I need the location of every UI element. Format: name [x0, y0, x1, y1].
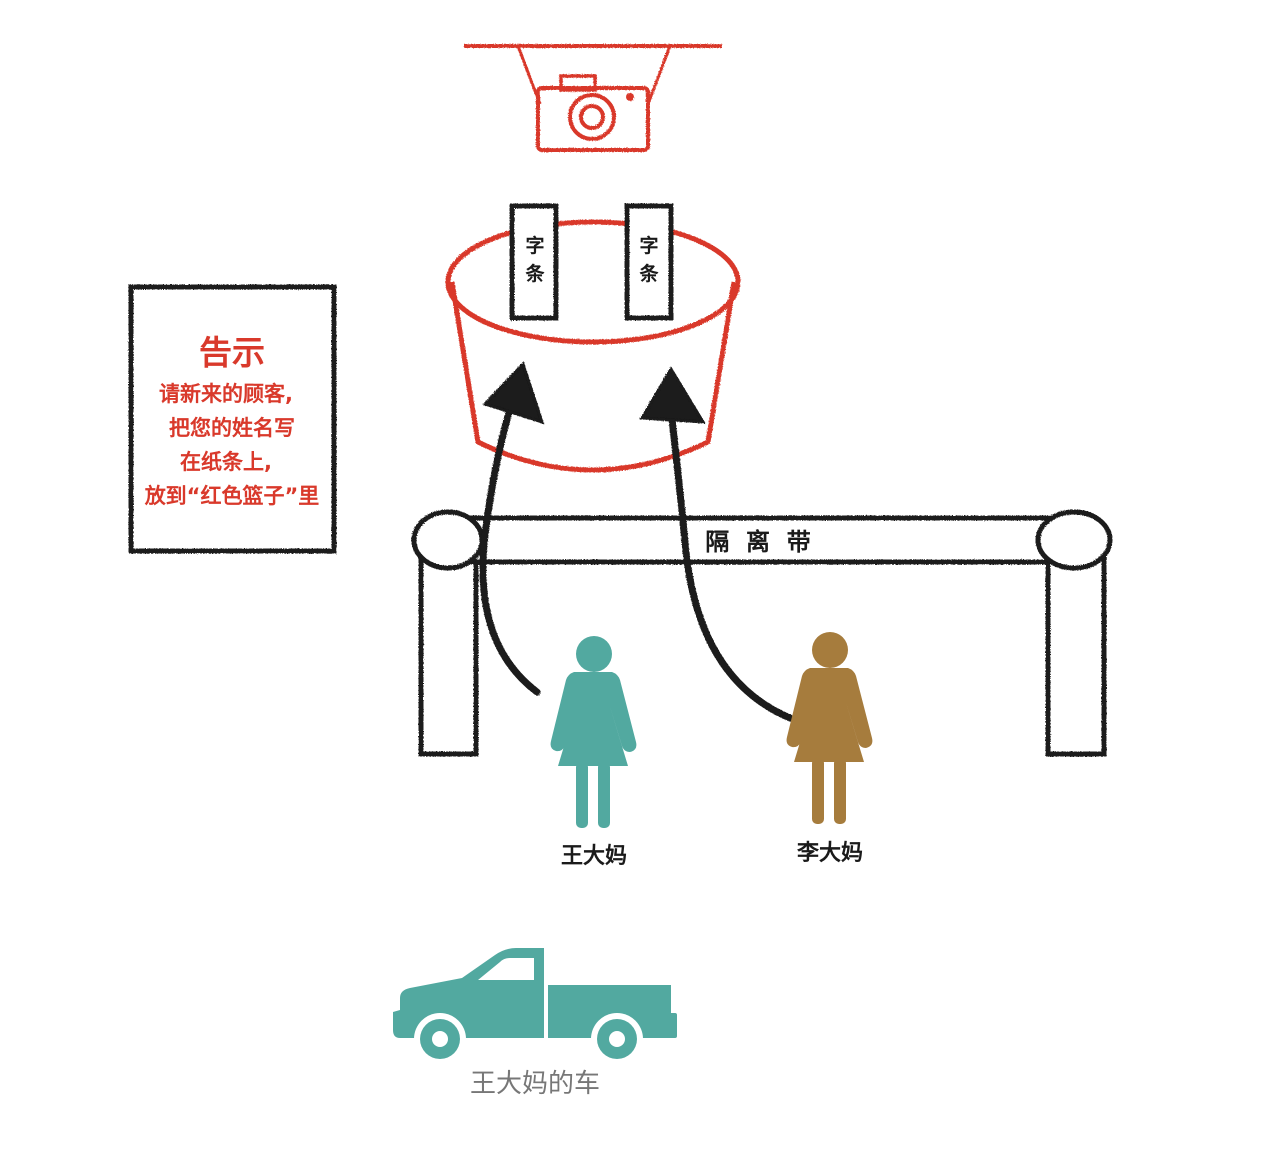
barrier: 隔 离 带 [411, 509, 1113, 757]
red-basket [445, 219, 741, 473]
notice-line-2: 把您的姓名写 [169, 416, 295, 440]
person-1-name: 王大妈 [561, 844, 627, 869]
woman-icon [550, 636, 637, 828]
up-arrow-icon [479, 361, 545, 696]
notice-title: 告示 [199, 333, 265, 372]
notice-line-1: 请新来的顾客, [159, 382, 293, 406]
paper-slip-1: 字 条 [509, 203, 559, 321]
slip-1-text-bottom: 条 [525, 262, 545, 285]
pickup-truck-icon [393, 948, 677, 1065]
notice-board: 告示 请新来的顾客, 把您的姓名写 在纸条上, 放到“红色篮子”里 [128, 284, 337, 554]
slip-1-text-top: 字 [525, 234, 544, 257]
woman-icon [786, 632, 873, 824]
notice-line-4: 放到“红色篮子”里 [144, 484, 320, 508]
paper-slip-2: 字 条 [624, 203, 674, 321]
barrier-label: 隔 离 带 [705, 528, 810, 556]
person-2-name: 李大妈 [796, 841, 863, 866]
truck-caption: 王大妈的车 [470, 1069, 600, 1099]
up-arrow-icon [639, 366, 794, 722]
notice-line-3: 在纸条上, [180, 450, 272, 474]
slip-2-text-top: 字 [639, 234, 658, 257]
camera-icon [536, 74, 650, 152]
slip-2-text-bottom: 条 [639, 262, 659, 285]
